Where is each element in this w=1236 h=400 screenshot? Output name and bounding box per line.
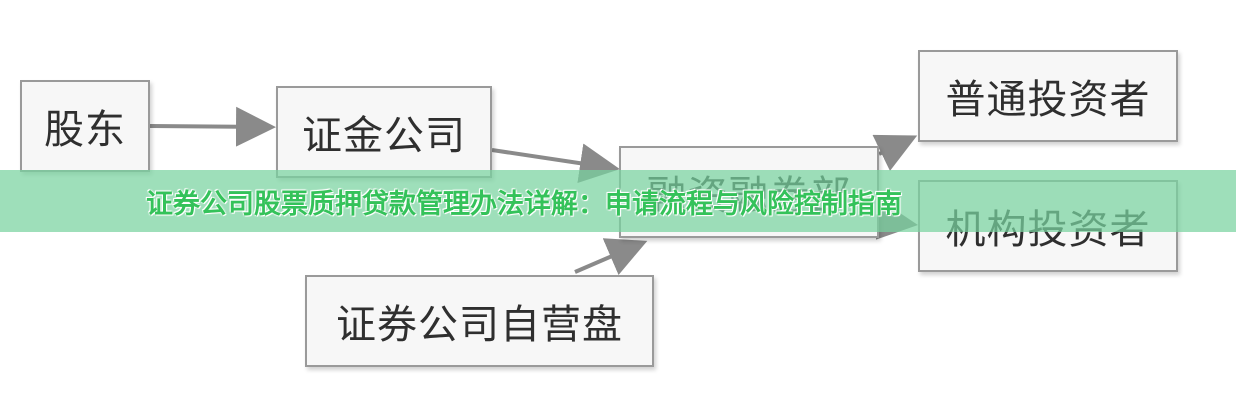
banner-title: 证券公司股票质押贷款管理办法详解：申请流程与风险控制指南 [146,188,902,220]
edge-margin-dept-to-retail [872,134,918,171]
node-securities-finance: 证金公司 [276,86,492,178]
edge-proprietary-to-margin-dept [574,238,648,276]
node-proprietary: 证券公司自营盘 [305,275,654,367]
title-banner [0,170,1236,232]
node-shareholder: 股东 [20,80,150,172]
node-retail-investor: 普通投资者 [918,50,1178,142]
edge-shareholder-to-securities-finance [149,106,276,147]
edge-securities-finance-to-margin-dept [491,143,620,184]
